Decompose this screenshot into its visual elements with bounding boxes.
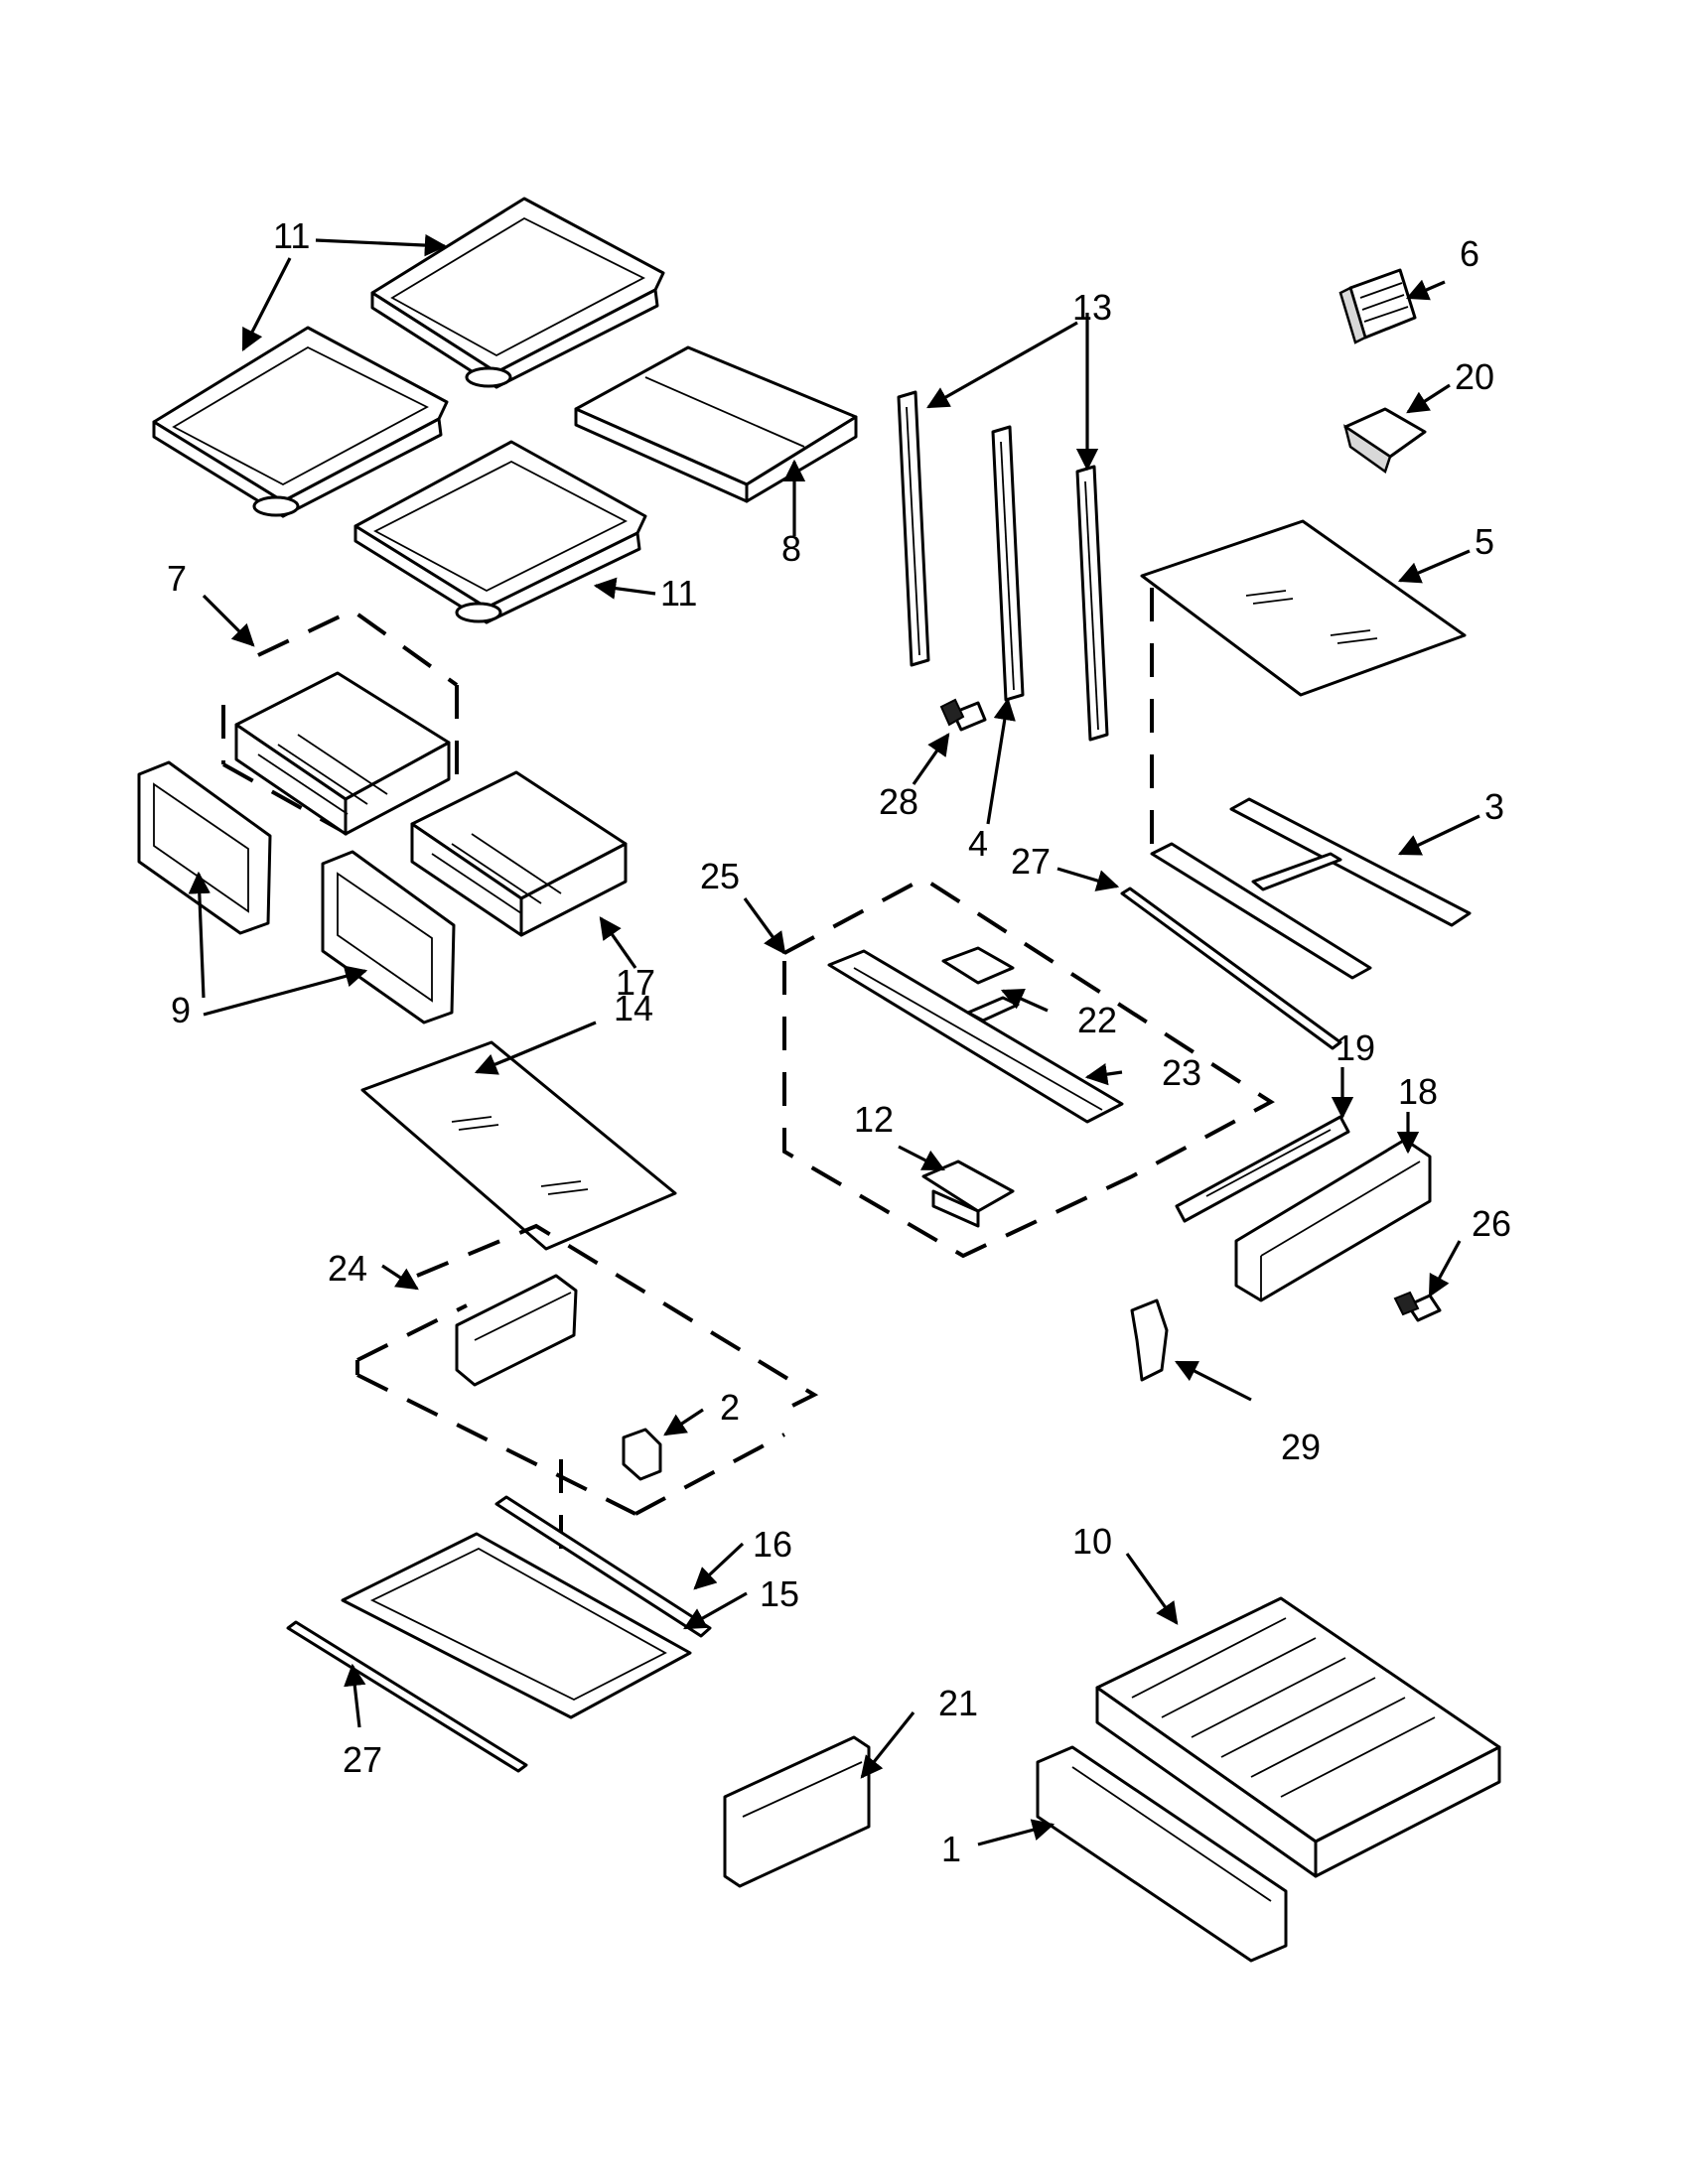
callout-23: 23 [1162, 1052, 1201, 1093]
callout-24: 24 [328, 1248, 367, 1289]
part-2 [622, 1428, 662, 1481]
part-24 [455, 1274, 578, 1387]
shelf-11-top [370, 197, 665, 389]
callout-4: 4 [968, 823, 988, 864]
callout-12: 12 [854, 1099, 894, 1140]
callout-21: 21 [938, 1683, 978, 1723]
callout-27: 27 [343, 1739, 382, 1780]
part-19 [1175, 1115, 1350, 1223]
rail-13-left [897, 390, 930, 667]
part-29 [1130, 1298, 1169, 1382]
callout-28: 28 [879, 781, 918, 822]
rod-16 [494, 1495, 712, 1638]
glass-shelf-14 [360, 1040, 677, 1251]
callout-25: 25 [700, 856, 740, 896]
part-22 [941, 946, 1015, 985]
callout-20: 20 [1455, 356, 1494, 397]
callout-14: 14 [614, 988, 653, 1028]
callout-13: 13 [1072, 287, 1112, 328]
screw-28 [939, 698, 987, 732]
freezer-basket-10 [1095, 1596, 1501, 1878]
callout-7: 7 [167, 558, 187, 599]
group-24 [355, 1223, 819, 1569]
shelf-11-middle [353, 440, 647, 624]
crisper-upper [234, 671, 451, 836]
shelf-8 [574, 345, 858, 503]
callout-3: 3 [1484, 786, 1504, 827]
callout-labels: 11 11 6 20 13 8 5 7 28 4 3 27 25 17 9 14… [167, 215, 1511, 1869]
screw-26 [1393, 1291, 1442, 1322]
rod-27-lower [286, 1620, 528, 1773]
front-panel-1 [1036, 1745, 1288, 1963]
crisper-lower [410, 770, 628, 937]
group-25 [782, 876, 1275, 1259]
part-3 [1150, 797, 1472, 980]
rod-27-upper [1120, 887, 1342, 1050]
callout-9: 9 [171, 990, 191, 1030]
callout-1: 1 [941, 1829, 961, 1869]
drawer-front-9-right [321, 850, 456, 1024]
rail-4 [991, 425, 1025, 702]
callout-11: 11 [660, 573, 697, 614]
callout-5: 5 [1475, 521, 1494, 562]
callout-15: 15 [760, 1573, 799, 1614]
rail-13-right [1075, 465, 1109, 742]
callout-17: 17 [616, 962, 655, 1003]
callout-6: 6 [1460, 233, 1479, 274]
part-6 [1338, 268, 1417, 344]
part-12 [921, 1160, 1015, 1228]
part-21 [723, 1735, 871, 1888]
callout-19: 19 [1336, 1027, 1375, 1068]
glass-shelf-5 [1140, 519, 1467, 854]
callout-27: 27 [1011, 841, 1051, 882]
part-20 [1343, 407, 1427, 475]
callout-16: 16 [753, 1524, 792, 1565]
part-15 [341, 1532, 692, 1719]
callout-11: 11 [273, 215, 310, 256]
callout-26: 26 [1472, 1203, 1511, 1244]
callout-8: 8 [781, 528, 801, 569]
leader-lines [188, 233, 1480, 1846]
callout-22: 22 [1077, 1000, 1117, 1040]
shelf-11-left [152, 326, 449, 518]
callout-2: 2 [720, 1387, 740, 1428]
callout-18: 18 [1398, 1071, 1438, 1112]
callout-10: 10 [1072, 1521, 1112, 1562]
drawer-front-9-left [137, 760, 272, 935]
callout-29: 29 [1281, 1427, 1321, 1467]
